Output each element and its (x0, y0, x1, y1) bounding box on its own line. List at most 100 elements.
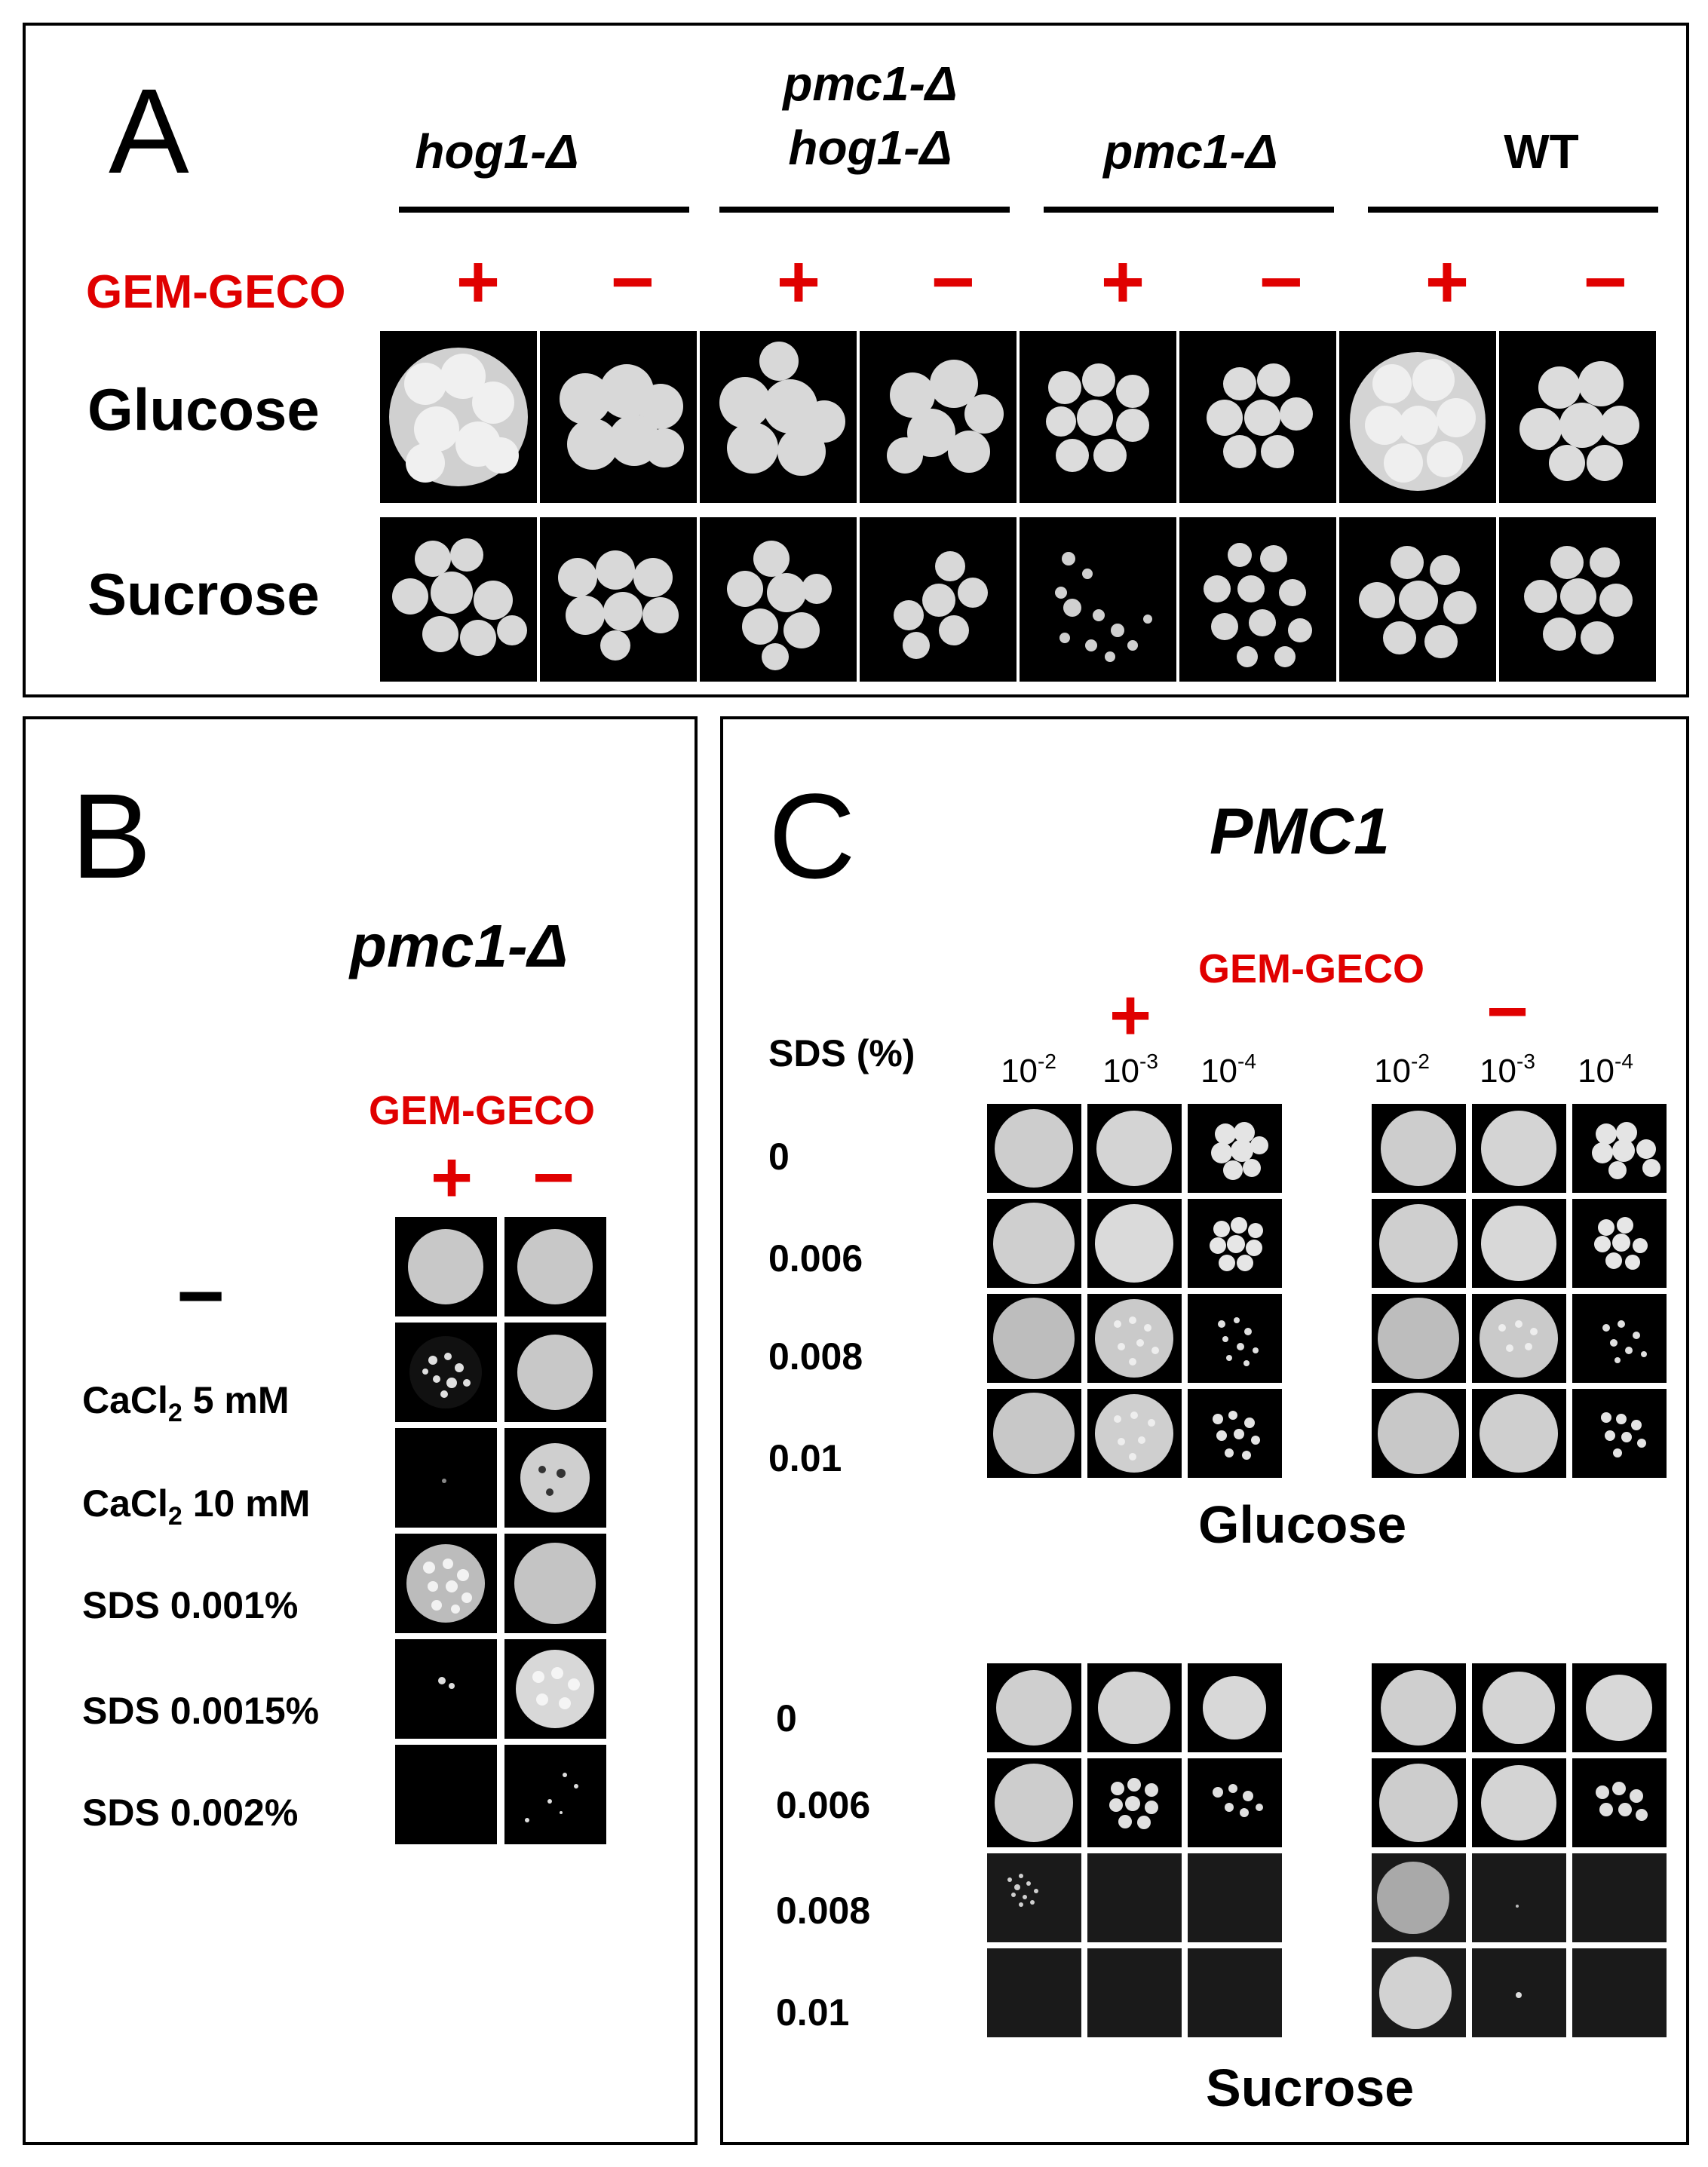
spot-image (1087, 1853, 1182, 1942)
spot-image (1188, 1853, 1282, 1942)
strain-rule-2 (719, 207, 1010, 213)
dilution-label: 10-2 (1001, 1050, 1056, 1090)
spot-image (395, 1428, 497, 1528)
row-label-sds-0001: SDS 0.001% (82, 1584, 299, 1626)
row-label-glucose-a: Glucose (87, 376, 320, 443)
gem-geco-label-c: GEM-GECO (1198, 946, 1425, 992)
colony-image (1499, 331, 1656, 503)
spot-image (1188, 1663, 1282, 1752)
spot-image (1572, 1294, 1667, 1383)
sign-a-7: + (1424, 240, 1470, 324)
spot-image (1472, 1853, 1566, 1942)
spot-image (1472, 1199, 1566, 1288)
spot-image (504, 1745, 606, 1844)
colony-image (380, 331, 537, 503)
sds-row-sucrose-0: 0 (776, 1697, 797, 1739)
sds-row-sucrose-0008: 0.008 (776, 1890, 871, 1932)
spot-image (1372, 1294, 1466, 1383)
spot-image (395, 1323, 497, 1422)
spot-image (987, 1853, 1081, 1942)
row-label-cacl2-5: CaCl2 5 mM (82, 1379, 290, 1427)
colony-image (540, 517, 697, 682)
spot-image (987, 1294, 1081, 1383)
spot-image (1188, 1389, 1282, 1478)
strain-label-pmc1-hog1-bottom: hog1-Δ (788, 121, 952, 175)
strain-rule-4 (1368, 207, 1658, 213)
spot-image (504, 1217, 606, 1316)
dilution-label: 10-4 (1201, 1050, 1256, 1090)
spot-image (1572, 1104, 1667, 1193)
spot-image (395, 1217, 497, 1316)
sds-header: SDS (%) (768, 1032, 915, 1074)
row-label-sucrose-a: Sucrose (87, 561, 320, 627)
spot-image (1472, 1104, 1566, 1193)
strain-label-wt: WT (1504, 124, 1579, 179)
sign-a-5: + (1100, 240, 1145, 324)
colony-image (700, 517, 857, 682)
sign-a-6: − (1259, 240, 1304, 324)
spot-image (987, 1389, 1081, 1478)
sign-a-1: + (455, 240, 501, 324)
spot-image (1372, 1853, 1466, 1942)
colony-image (700, 331, 857, 503)
spot-image (1188, 1758, 1282, 1847)
gene-label-c: PMC1 (1210, 795, 1390, 868)
colony-image (1499, 517, 1656, 682)
spot-image (1087, 1294, 1182, 1383)
spot-image (1188, 1948, 1282, 2037)
strain-label-b: pmc1-Δ (350, 912, 569, 979)
gem-geco-label-b: GEM-GECO (369, 1088, 596, 1133)
spot-image (395, 1534, 497, 1633)
spot-image (1087, 1758, 1182, 1847)
spot-image (1372, 1199, 1466, 1288)
dilution-label: 10-3 (1480, 1050, 1535, 1090)
spot-image (1087, 1663, 1182, 1752)
strain-rule-1 (399, 207, 689, 213)
colony-image (380, 517, 537, 682)
strain-label-hog1: hog1-Δ (415, 124, 579, 179)
panel-b: B pmc1-Δ GEM-GECO + − − CaCl2 5 mM CaCl2… (23, 716, 698, 2145)
strain-rule-3 (1044, 207, 1334, 213)
colony-image (1020, 331, 1176, 503)
spot-image (1472, 1294, 1566, 1383)
row-label-cacl2-10: CaCl2 10 mM (82, 1482, 311, 1531)
colony-image (1020, 517, 1176, 682)
spot-image (987, 1663, 1081, 1752)
colony-image (1339, 517, 1496, 682)
sign-a-2: − (610, 240, 655, 324)
spot-image (987, 1758, 1081, 1847)
spot-image (1572, 1758, 1667, 1847)
spot-image (1188, 1199, 1282, 1288)
spot-image (1372, 1389, 1466, 1478)
row-label-sds-00015: SDS 0.0015% (82, 1690, 320, 1732)
colony-image (1339, 331, 1496, 503)
spot-image (1087, 1948, 1182, 2037)
colony-image (860, 517, 1017, 682)
sds-row-glucose-0: 0 (768, 1136, 790, 1178)
spot-image (1572, 1948, 1667, 2037)
sds-row-glucose-0008: 0.008 (768, 1335, 863, 1378)
row-label-no-treatment: − (176, 1249, 225, 1342)
spot-image (1087, 1389, 1182, 1478)
panel-c-letter: C (768, 768, 856, 903)
spot-image (1372, 1663, 1466, 1752)
sign-b-minus: − (532, 1137, 575, 1218)
sign-a-4: − (931, 240, 976, 324)
spot-image (987, 1104, 1081, 1193)
row-label-sds-0002: SDS 0.002% (82, 1792, 299, 1834)
spot-image (1572, 1663, 1667, 1752)
spot-image (1188, 1104, 1282, 1193)
sign-b-plus: + (430, 1137, 474, 1218)
panel-a-letter: A (109, 63, 189, 198)
panel-c: C PMC1 GEM-GECO + − SDS (%) 10-2 10-3 10… (720, 716, 1689, 2145)
spot-image (1087, 1199, 1182, 1288)
spot-image (1572, 1853, 1667, 1942)
sign-a-8: − (1583, 240, 1628, 324)
panel-a: A hog1-Δ pmc1-Δ hog1-Δ pmc1-Δ WT GEM-GEC… (23, 23, 1689, 697)
spot-image (1372, 1104, 1466, 1193)
glucose-label-c: Glucose (1198, 1495, 1407, 1554)
spot-image (1472, 1663, 1566, 1752)
spot-image (1372, 1758, 1466, 1847)
spot-image (1472, 1948, 1566, 2037)
sign-c-minus: − (1486, 971, 1529, 1052)
